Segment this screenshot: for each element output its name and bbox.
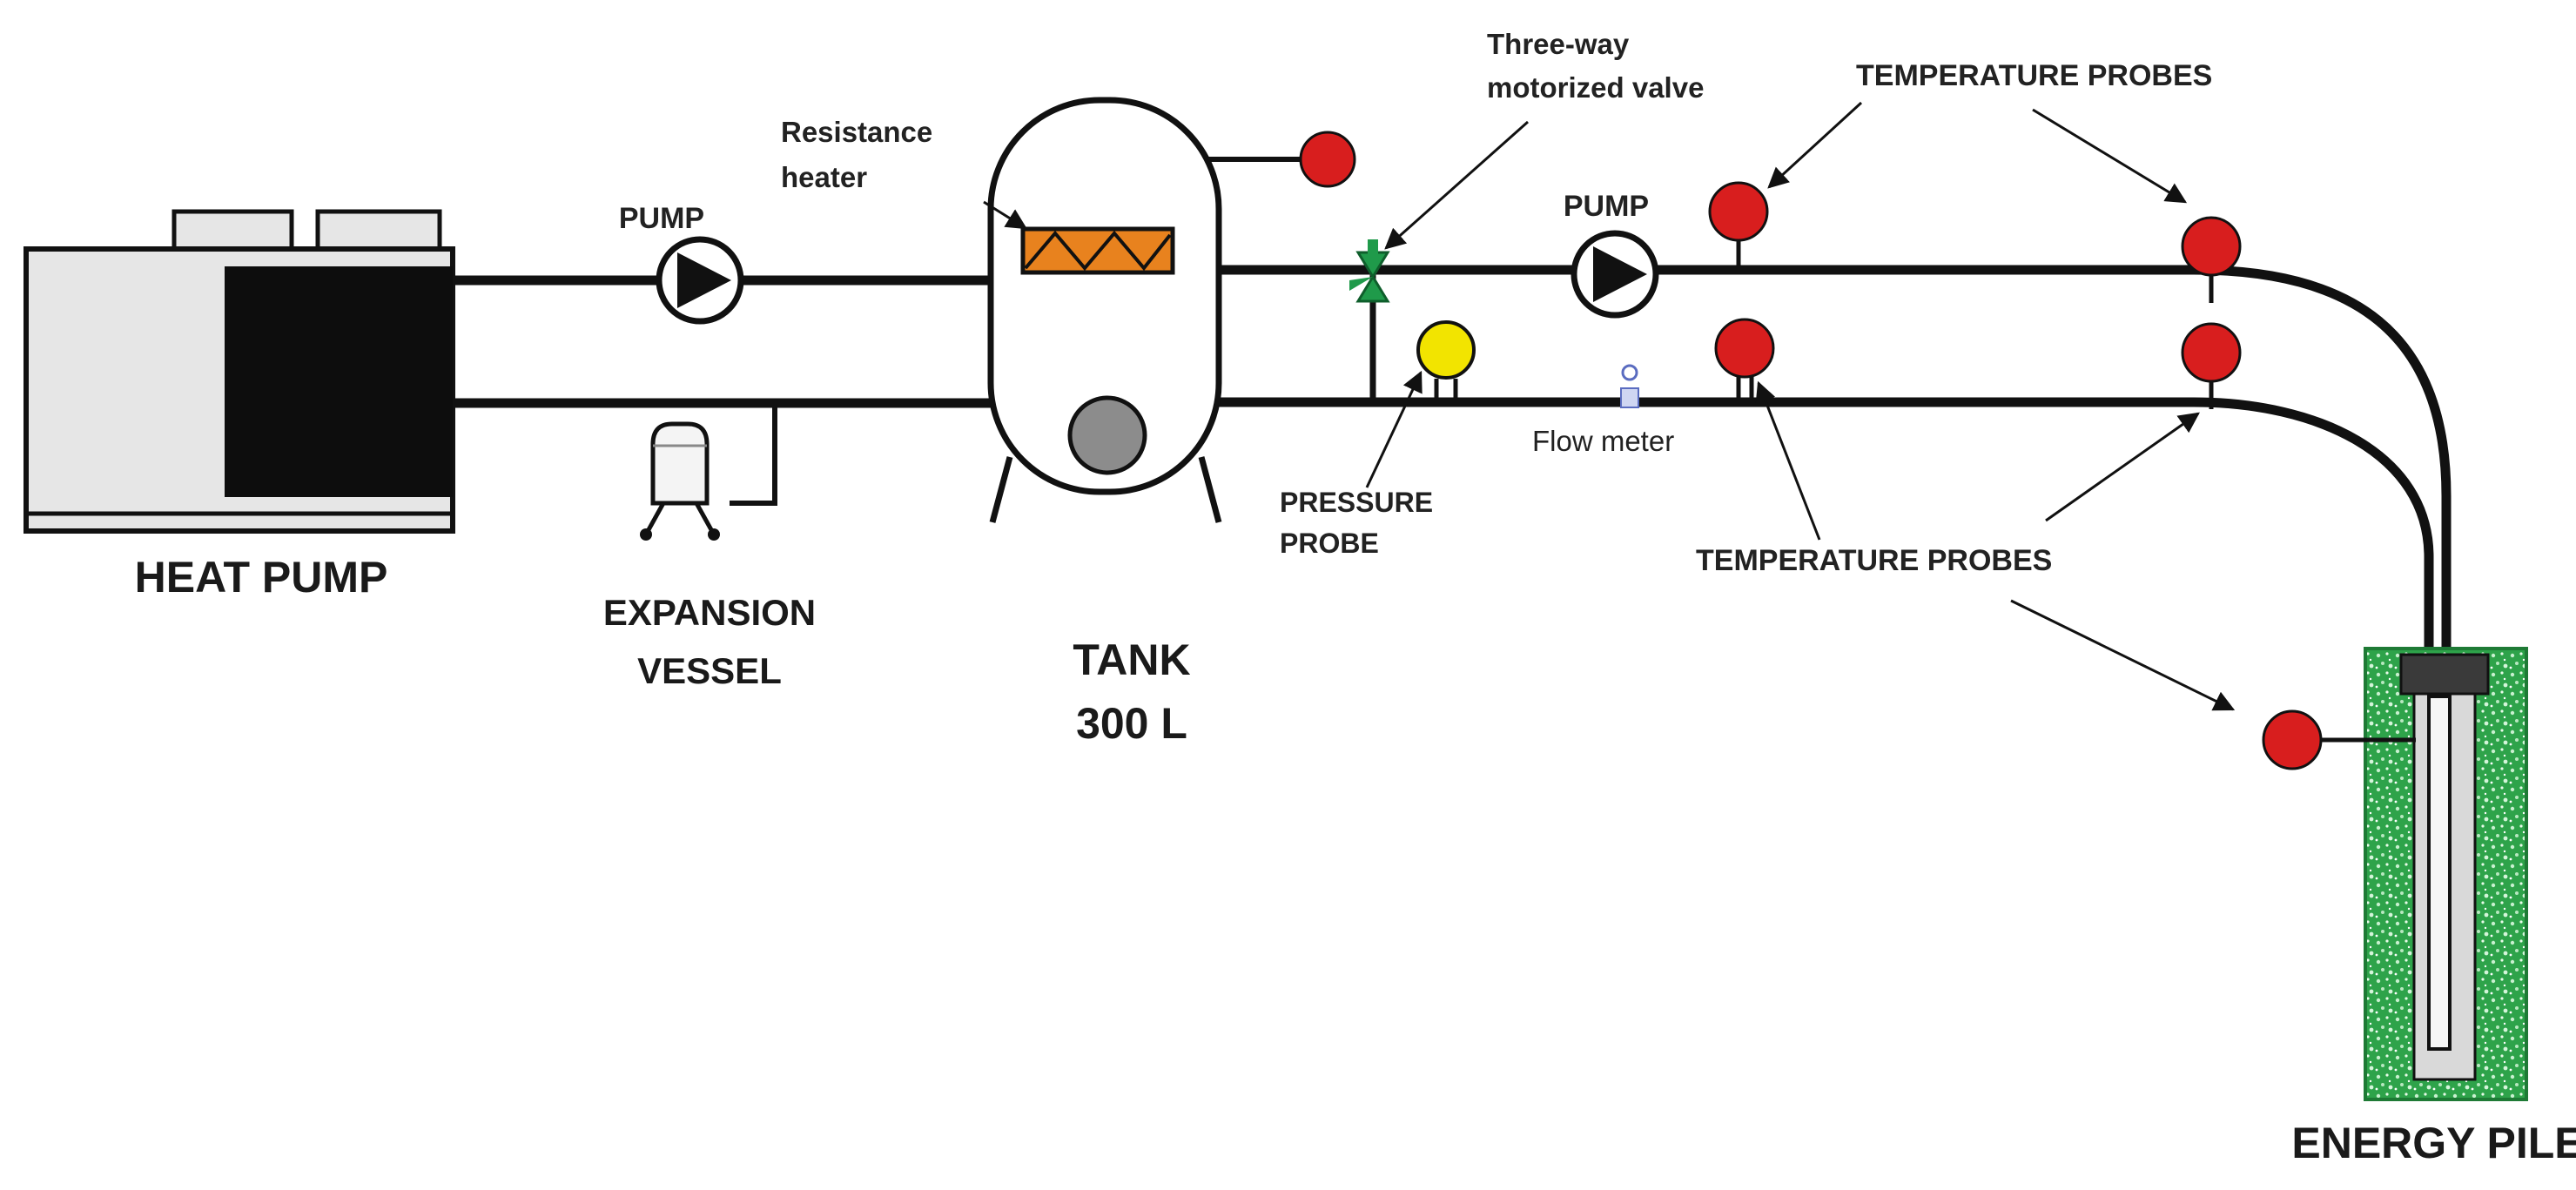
temperature-probe-pile (2262, 709, 2323, 770)
expansion-vessel-label-2: VESSEL (637, 650, 782, 691)
temperature-probes-label-top: TEMPERATURE PROBES (1856, 59, 2212, 92)
pressure-probe-dial (1416, 320, 1476, 380)
pump-2 (1570, 230, 1659, 319)
supply-bend (2193, 265, 2452, 688)
three-way-valve-label-1: Three-way (1487, 28, 1630, 60)
storage-tank (987, 97, 1222, 523)
tank-port (1067, 395, 1147, 475)
pump-2-label: PUMP (1564, 190, 1649, 223)
expansion-vessel-label-1: EXPANSION (603, 592, 816, 633)
temperature-probe-2 (2181, 216, 2242, 277)
heat-pump-panel (225, 266, 453, 497)
flow-meter-label: Flow meter (1532, 425, 1674, 457)
temperature-probes-label-bottom: TEMPERATURE PROBES (1696, 544, 2052, 577)
pressure-probe-label-2: PROBE (1280, 528, 1379, 559)
expansion-connection (730, 403, 777, 506)
energy-pile (2262, 647, 2528, 1101)
temperature-probe-4 (2181, 322, 2242, 383)
tank-body (987, 97, 1222, 495)
expansion-vessel (640, 421, 720, 541)
heat-pump-fan-right (315, 209, 442, 252)
pump-1-label: PUMP (619, 202, 704, 235)
flow-meter (1620, 364, 1639, 408)
flow-meter-icon (1621, 364, 1638, 381)
temperature-probe-tank (1299, 131, 1356, 188)
pile-pipe-inner (2427, 695, 2452, 1051)
heat-pump-label: HEAT PUMP (135, 553, 388, 602)
return-bend (2193, 397, 2434, 688)
three-way-valve-label-2: motorized valve (1487, 71, 1704, 104)
temperature-probes-return (1714, 318, 2242, 409)
pressure-probe-label-1: PRESSURE (1280, 487, 1433, 518)
resistance-heater-label-2: heater (781, 161, 867, 193)
three-way-valve (1349, 239, 1390, 303)
pump-1 (656, 236, 744, 325)
tank-label-2: 300 L (1076, 699, 1187, 748)
resistance-heater-label-1: Resistance (781, 116, 932, 148)
temperature-probe-1 (1708, 181, 1769, 242)
heat-pump-fan-left (172, 209, 294, 252)
heat-pump-unit (24, 209, 455, 534)
pile-head (2399, 653, 2490, 696)
temperature-probes-supply (1708, 181, 2242, 303)
temperature-probe-3 (1714, 318, 1775, 379)
tank-label-1: TANK (1073, 635, 1190, 684)
energy-pile-label: ENERGY PILE (2291, 1119, 2576, 1167)
pressure-probe (1416, 320, 1476, 400)
